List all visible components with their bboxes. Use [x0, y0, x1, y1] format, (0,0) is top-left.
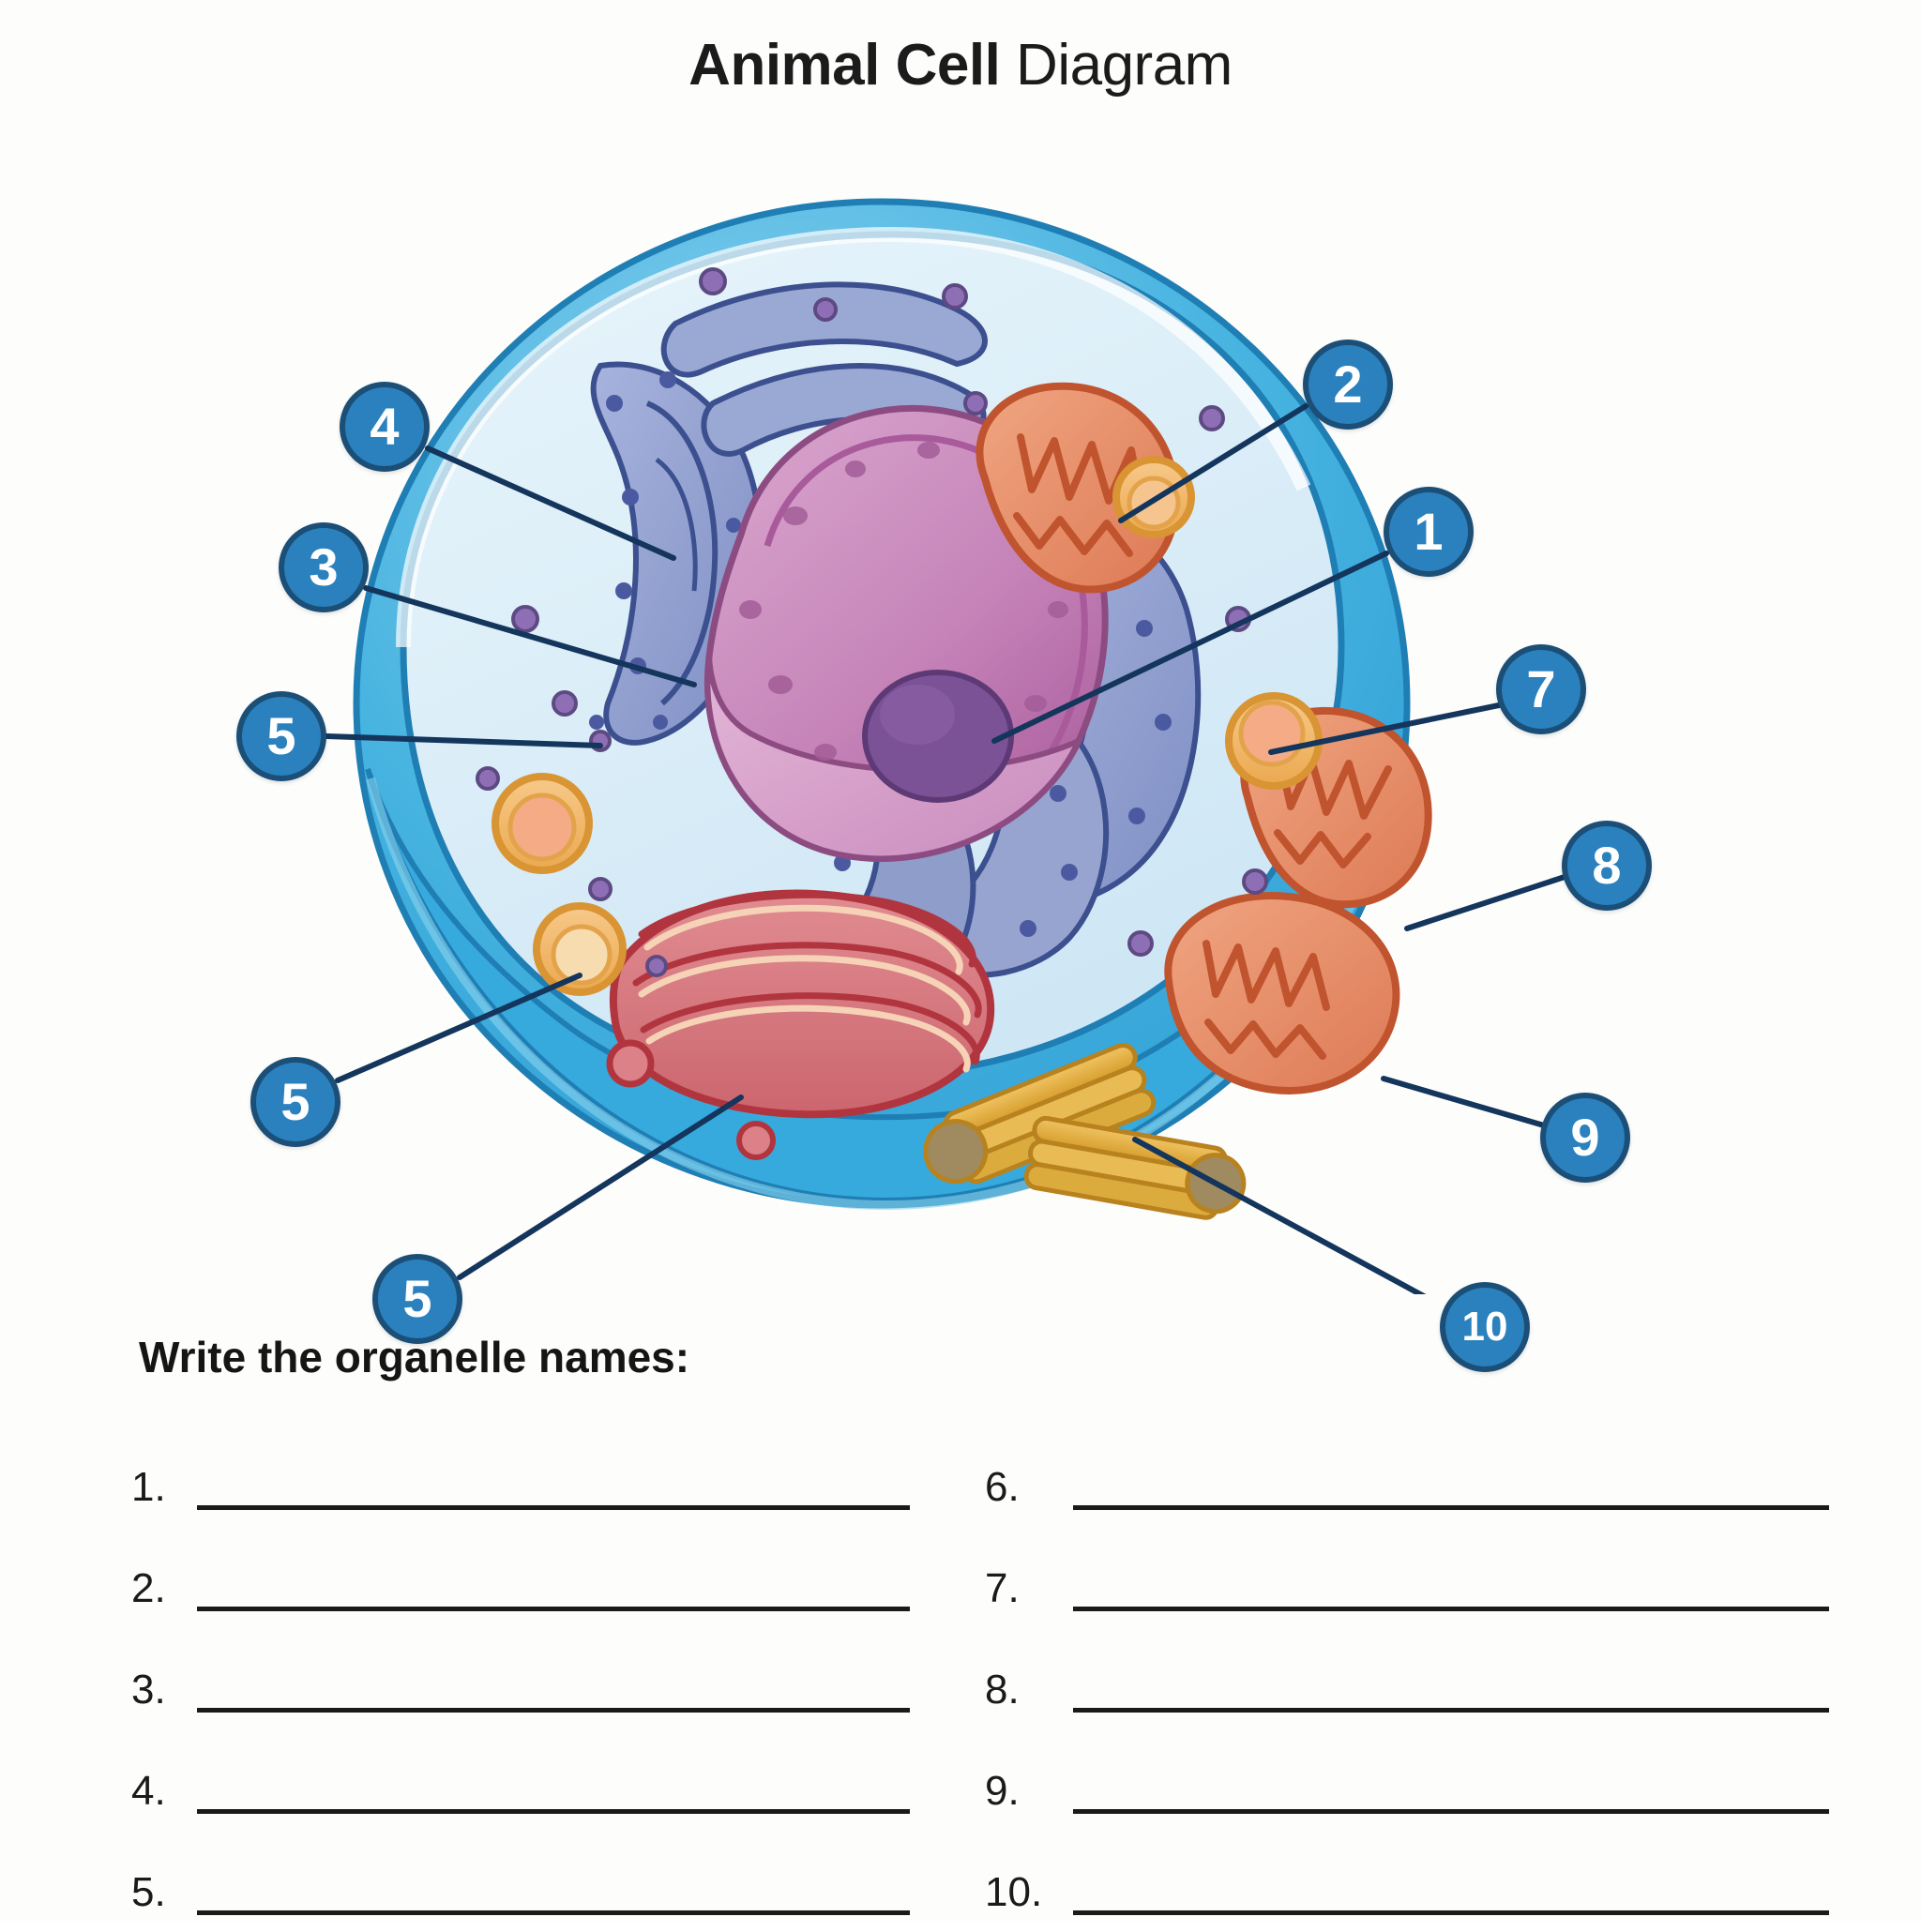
vesicle-left-lower — [533, 902, 627, 996]
callout-badge-3[interactable]: 3 — [279, 522, 369, 612]
smooth-er-ribbons — [660, 281, 988, 457]
answer-blank-line[interactable] — [197, 1804, 910, 1814]
leader-7 — [1268, 702, 1502, 755]
answer-blank-line[interactable] — [197, 1905, 910, 1915]
callout-badge-6[interactable]: 5 — [236, 691, 326, 781]
leader-4 — [425, 445, 676, 561]
answer-blank-line[interactable] — [197, 1601, 910, 1611]
answer-blank-line[interactable] — [1073, 1905, 1829, 1915]
answer-blank-line[interactable] — [1073, 1804, 1829, 1814]
worksheet-answer-section: Write the organelle names: 1. 2. 3. 4. 5… — [0, 1313, 1921, 1921]
leader-5a — [335, 973, 582, 1083]
answer-row: 1. — [131, 1426, 910, 1510]
answer-number: 10. — [985, 1869, 1043, 1915]
golgi-apparatus — [606, 889, 995, 1160]
answer-row: 6. — [985, 1426, 1829, 1510]
answer-row: 9. — [985, 1729, 1829, 1814]
answer-blank-line[interactable] — [1073, 1601, 1829, 1611]
answer-number: 5. — [131, 1869, 166, 1915]
answer-number: 6. — [985, 1464, 1020, 1510]
vesicle-left-upper — [492, 773, 593, 874]
answer-row: 10. — [985, 1831, 1829, 1915]
centrioles — [923, 1043, 1247, 1220]
callout-badge-5a[interactable]: 5 — [250, 1057, 340, 1147]
leader-5b — [457, 1094, 744, 1280]
callout-badge-10[interactable]: 10 — [1440, 1282, 1530, 1372]
page-title-bold: Animal Cell — [688, 33, 1001, 98]
answer-blank-line[interactable] — [1073, 1702, 1829, 1713]
lysosome-right — [1225, 692, 1323, 790]
answer-row: 5. — [131, 1831, 910, 1915]
callout-badge-5b[interactable]: 5 — [372, 1254, 462, 1344]
leader-10 — [1132, 1137, 1427, 1294]
callout-badge-4[interactable]: 4 — [340, 382, 430, 472]
leader-6 — [324, 733, 603, 748]
answer-blank-line[interactable] — [197, 1500, 910, 1510]
answer-row: 4. — [131, 1729, 910, 1814]
answer-number: 1. — [131, 1464, 166, 1510]
callout-badge-2[interactable]: 2 — [1303, 340, 1393, 430]
answer-row: 2. — [131, 1527, 910, 1611]
callout-badge-7[interactable]: 7 — [1496, 644, 1586, 734]
leader-lines — [324, 403, 1567, 1294]
answer-number: 9. — [985, 1768, 1020, 1814]
leader-1 — [991, 551, 1389, 744]
nucleolus — [862, 670, 1014, 803]
mitochondrion-bottom-right — [1164, 892, 1400, 1094]
animal-cell-diagram: 4 3 5 5 5 2 1 7 8 9 10 — [0, 122, 1921, 1372]
answer-column-left: 1. 2. 3. 4. 5. — [131, 1426, 910, 1932]
answer-number: 4. — [131, 1768, 166, 1814]
answer-number: 2. — [131, 1565, 166, 1611]
page-title-regular: Diagram — [1000, 33, 1233, 98]
answer-column-right: 6. 7. 8. 9. 10. — [985, 1426, 1829, 1932]
callout-badge-1[interactable]: 1 — [1384, 487, 1474, 577]
page-title: Animal Cell Diagram — [0, 33, 1921, 98]
leader-2 — [1118, 403, 1308, 523]
free-ribosomes — [476, 267, 1268, 977]
leader-3 — [363, 585, 697, 687]
callout-badge-9[interactable]: 9 — [1540, 1093, 1630, 1183]
answer-row: 8. — [985, 1628, 1829, 1713]
answer-number: 8. — [985, 1667, 1020, 1713]
leader-9 — [1381, 1076, 1547, 1128]
answer-number: 7. — [985, 1565, 1020, 1611]
answer-number: 3. — [131, 1667, 166, 1713]
leader-8 — [1404, 874, 1567, 931]
answer-row: 3. — [131, 1628, 910, 1713]
answer-row: 7. — [985, 1527, 1829, 1611]
callout-badge-8[interactable]: 8 — [1562, 821, 1652, 911]
answer-blank-line[interactable] — [197, 1702, 910, 1713]
answer-blank-line[interactable] — [1073, 1500, 1829, 1510]
